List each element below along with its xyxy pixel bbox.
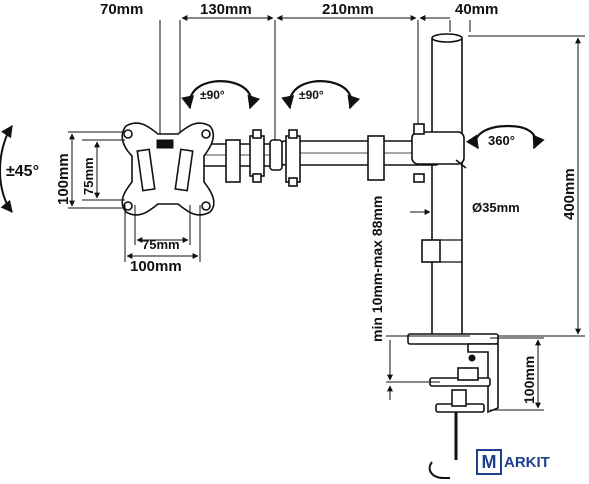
tilt-label: ±45° xyxy=(6,163,39,180)
dim-vesa-v-75: 75mm xyxy=(81,157,96,195)
tilt-indicator: ±45° xyxy=(0,125,39,213)
dim-vesa-h-100: 100mm xyxy=(130,258,182,275)
swivel-indicator-1: ±90° xyxy=(181,80,261,110)
dim-clamp-range: min 10mm-max 88mm xyxy=(369,196,385,342)
clamp-height-dimension: 100mm xyxy=(490,337,544,411)
top-dimensions: 70mm 130mm 210mm 40mm xyxy=(100,1,498,140)
dim-210: 210mm xyxy=(322,1,374,18)
dim-35: Ø35mm xyxy=(472,200,520,215)
rotate-360-label: 360° xyxy=(488,133,515,148)
dim-clamp-100: 100mm xyxy=(521,356,537,404)
dim-70: 70mm xyxy=(100,1,143,18)
logo-letter-m: M xyxy=(476,449,502,475)
logo-text: ARKIT xyxy=(504,453,550,471)
pole xyxy=(421,33,463,337)
vesa-plate xyxy=(121,122,215,216)
vesa-horizontal-dimensions: 75mm 100mm xyxy=(124,205,201,275)
dim-130: 130mm xyxy=(200,1,252,18)
arm-segment-1 xyxy=(197,129,283,183)
vesa-vertical-dimensions: 100mm 75mm xyxy=(55,131,125,209)
dim-400: 400mm xyxy=(561,168,578,220)
dim-vesa-h-75: 75mm xyxy=(142,237,180,252)
swivel-2-label: ±90° xyxy=(299,88,324,102)
pole-rotation-indicator: 360° xyxy=(465,124,545,150)
brand-logo: M ARKIT xyxy=(476,449,550,475)
dim-vesa-v-100: 100mm xyxy=(55,153,72,205)
swivel-1-label: ±90° xyxy=(200,88,225,102)
pole-diameter-dimension: Ø35mm xyxy=(410,200,520,215)
arm-segment-2 xyxy=(279,123,467,187)
clamp-range-dimension: min 10mm-max 88mm xyxy=(369,196,470,400)
swivel-indicator-2: ±90° xyxy=(281,80,361,110)
dim-40: 40mm xyxy=(455,1,498,18)
height-dimension: 400mm xyxy=(468,35,585,337)
